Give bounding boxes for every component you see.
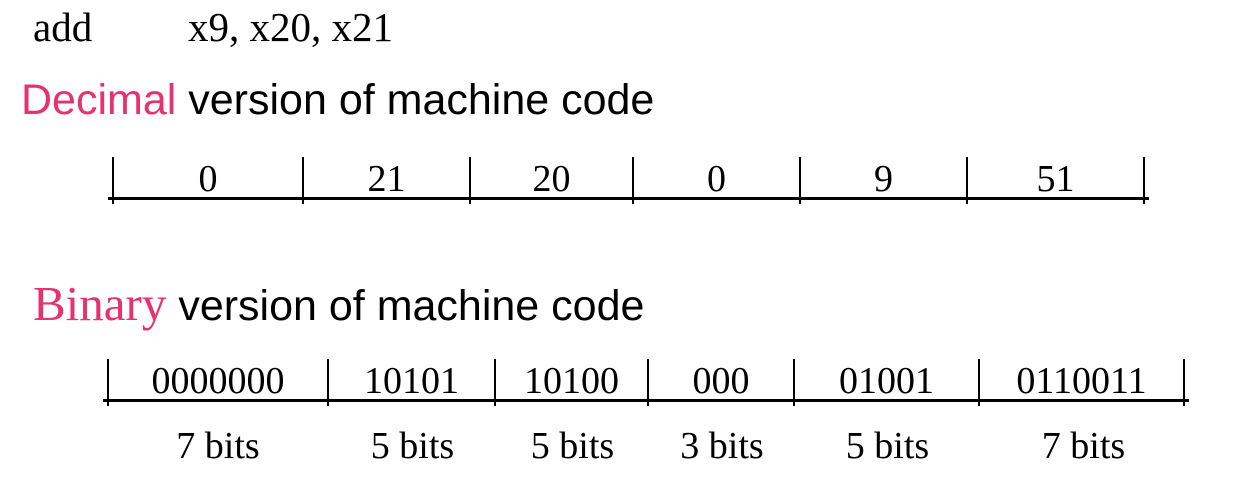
binary-section-heading: Binary version of machine code [33, 276, 644, 334]
bit-width-label: 3 bits [680, 425, 764, 467]
decimal-field-funct3: 0 [632, 157, 799, 204]
bit-width-row: 7 bits 5 bits 5 bits 3 bits 5 bits 7 bit… [107, 424, 1187, 468]
bit-width-label: 5 bits [845, 425, 930, 467]
decimal-field-rs1: 20 [469, 157, 632, 204]
binary-field-table: 0000000 10101 10100 000 01001 0110011 [103, 359, 1189, 406]
decimal-field-opcode: 51 [966, 157, 1145, 204]
bit-width-label: 5 bits [370, 425, 455, 467]
decimal-section-heading: Decimal version of machine code [21, 74, 654, 126]
binary-field-opcode7: 0000000 [107, 359, 327, 406]
decimal-table-underline [108, 197, 1149, 200]
decimal-heading-highlight: Decimal [21, 76, 177, 124]
decimal-heading-rest: version of machine code [176, 76, 655, 124]
binary-field-rs1: 10100 [494, 359, 647, 406]
bit-width-label: 5 bits [530, 425, 615, 467]
instruction-operands: x9, x20, x21 [188, 4, 393, 50]
binary-field-funct3: 000 [647, 359, 793, 406]
instruction-mnemonic: add [33, 4, 93, 50]
binary-heading-rest: version of machine code [166, 282, 645, 330]
decimal-field-rs2: 21 [302, 157, 469, 204]
binary-field-opcode: 0110011 [978, 359, 1185, 406]
binary-field-rd: 01001 [793, 359, 978, 406]
instruction-line: add x9, x20, x21 [33, 2, 393, 52]
binary-heading-highlight: Binary [33, 276, 167, 331]
bit-width-label: 7 bits [1041, 425, 1126, 467]
decimal-field-rd: 9 [799, 157, 966, 204]
binary-field-rs2: 10101 [327, 359, 494, 406]
decimal-field-table: 0 21 20 0 9 51 [108, 157, 1149, 204]
binary-table-underline [103, 399, 1189, 402]
bit-width-label: 7 bits [176, 425, 260, 467]
decimal-field-opcode7: 0 [112, 157, 302, 204]
